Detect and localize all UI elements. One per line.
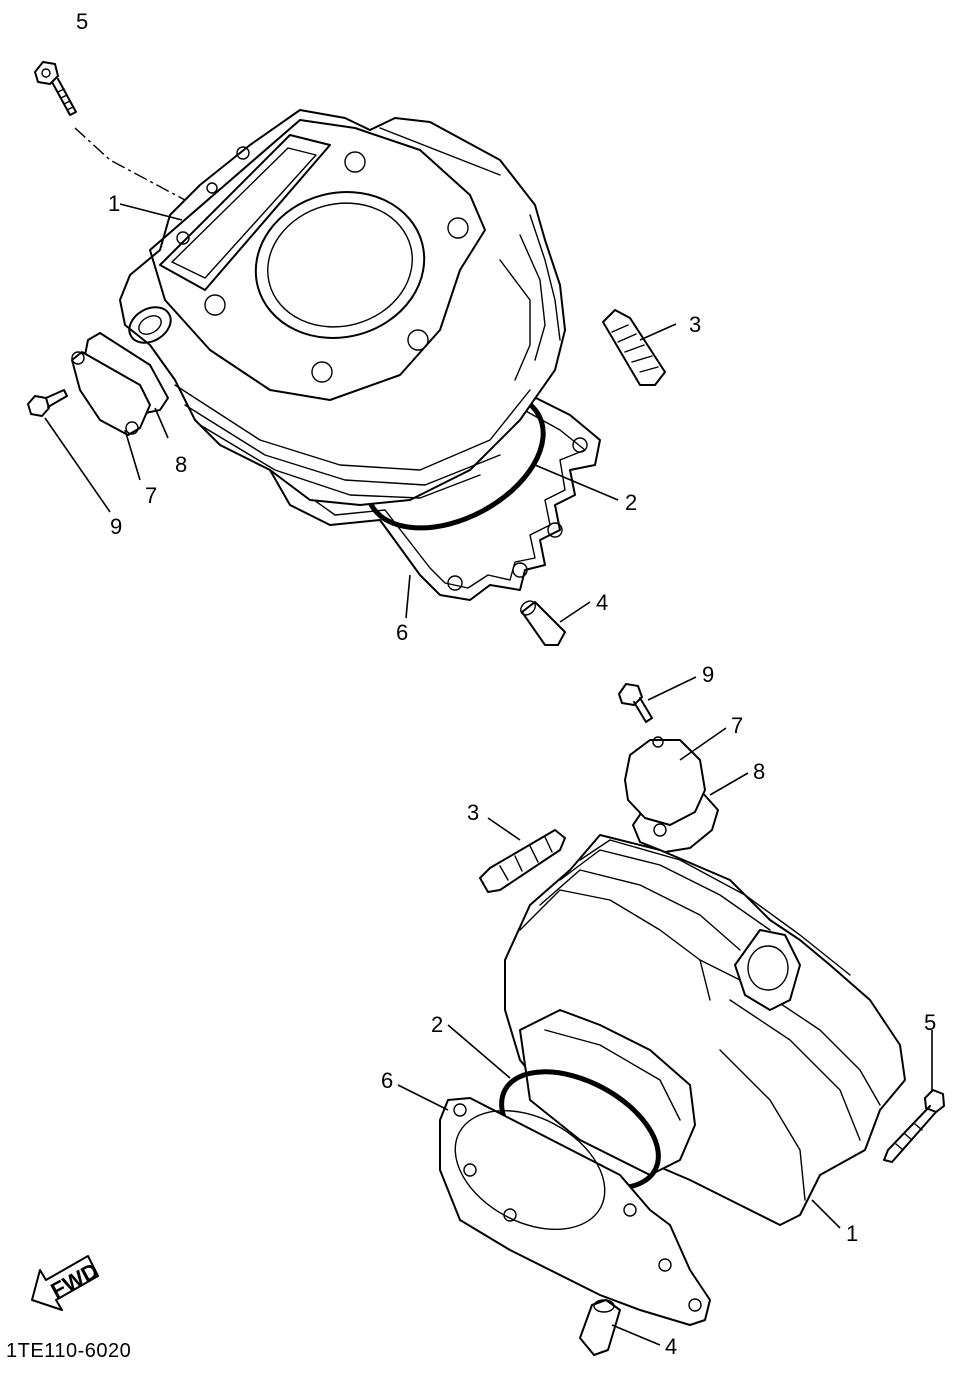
callout-bottom-8: 8 <box>753 759 765 784</box>
callout-bottom-5: 5 <box>924 1010 936 1035</box>
forward-direction-arrow: FWD <box>31 1255 103 1311</box>
dowel-pin-part-3-top <box>602 309 666 386</box>
dowel-pin-part-3-bottom <box>479 829 566 893</box>
callout-top-9: 9 <box>110 514 122 539</box>
cylinder-part-1-top <box>119 109 566 506</box>
tensioner-cover-part-7-top <box>71 332 169 436</box>
dowel-part-4-bottom <box>579 1299 621 1356</box>
callout-top-4: 4 <box>596 590 608 615</box>
bottom-callouts: 9 7 8 3 2 6 5 1 4 <box>381 662 936 1359</box>
bolt-part-5-top <box>34 61 77 116</box>
callout-top-6: 6 <box>396 620 408 645</box>
callout-top-8: 8 <box>175 452 187 477</box>
callout-top-3: 3 <box>689 312 701 337</box>
bolt-part-5-bottom <box>883 1089 945 1163</box>
callout-top-1: 1 <box>108 191 120 216</box>
callout-bottom-4: 4 <box>665 1334 677 1359</box>
callout-bottom-6: 6 <box>381 1068 393 1093</box>
bottom-assembly <box>397 676 945 1356</box>
dowel-part-4-top <box>520 600 566 646</box>
bolt-part-9-top <box>27 389 68 417</box>
callout-bottom-1: 1 <box>846 1221 858 1246</box>
callout-top-5: 5 <box>76 9 88 34</box>
callout-bottom-2: 2 <box>431 1012 443 1037</box>
callout-top-2: 2 <box>625 490 637 515</box>
callout-top-7: 7 <box>145 483 157 508</box>
callout-bottom-3: 3 <box>467 800 479 825</box>
top-assembly <box>27 61 677 646</box>
bolt-part-9-bottom <box>618 683 653 723</box>
figure-code: 1TE110-6020 <box>6 1340 131 1362</box>
callout-bottom-7: 7 <box>731 713 743 738</box>
tensioner-cover-part-7-bottom <box>624 736 719 853</box>
callout-bottom-9: 9 <box>702 662 714 687</box>
top-callouts: 5 1 3 8 7 9 2 6 4 <box>76 9 701 645</box>
base-gasket-part-6-bottom <box>439 1097 711 1326</box>
